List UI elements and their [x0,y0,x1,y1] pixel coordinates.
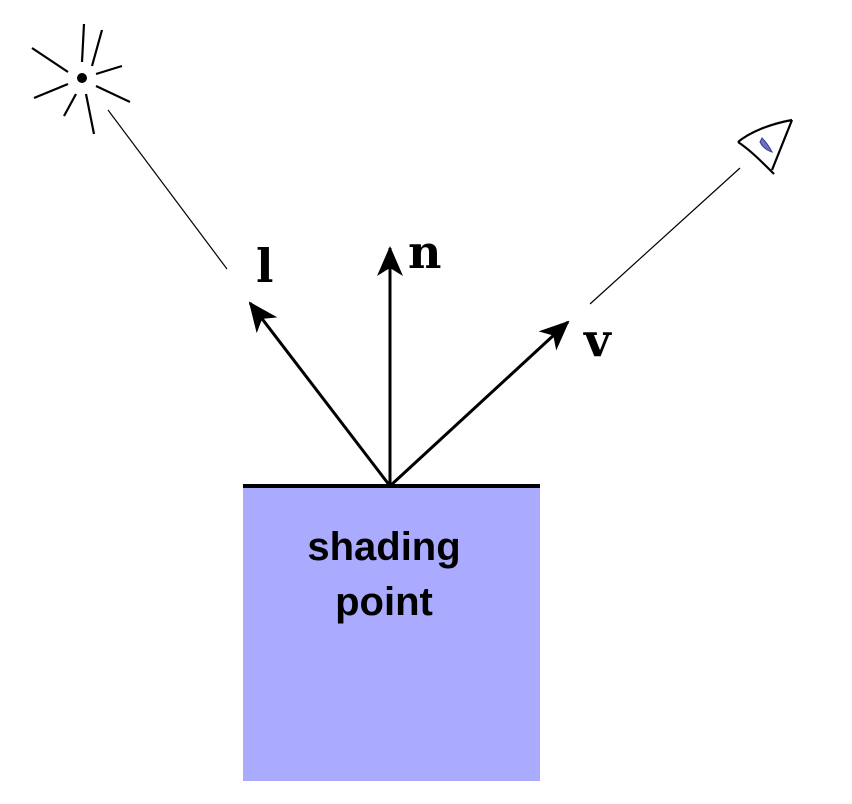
eye-icon [737,118,794,175]
light-vector-arrow [248,301,392,487]
light-guide-line [107,109,228,270]
view-guide-line [589,167,741,305]
view-vector-label: v [583,313,612,367]
light-vector-label: l [256,239,273,293]
surface-label-line1: shading [307,525,460,569]
light-source-icon [31,23,131,135]
normal-vector-label: n [408,225,441,279]
shading-surface [243,486,540,781]
surface-label-line2: point [335,580,433,624]
view-vector-arrow [388,320,570,488]
